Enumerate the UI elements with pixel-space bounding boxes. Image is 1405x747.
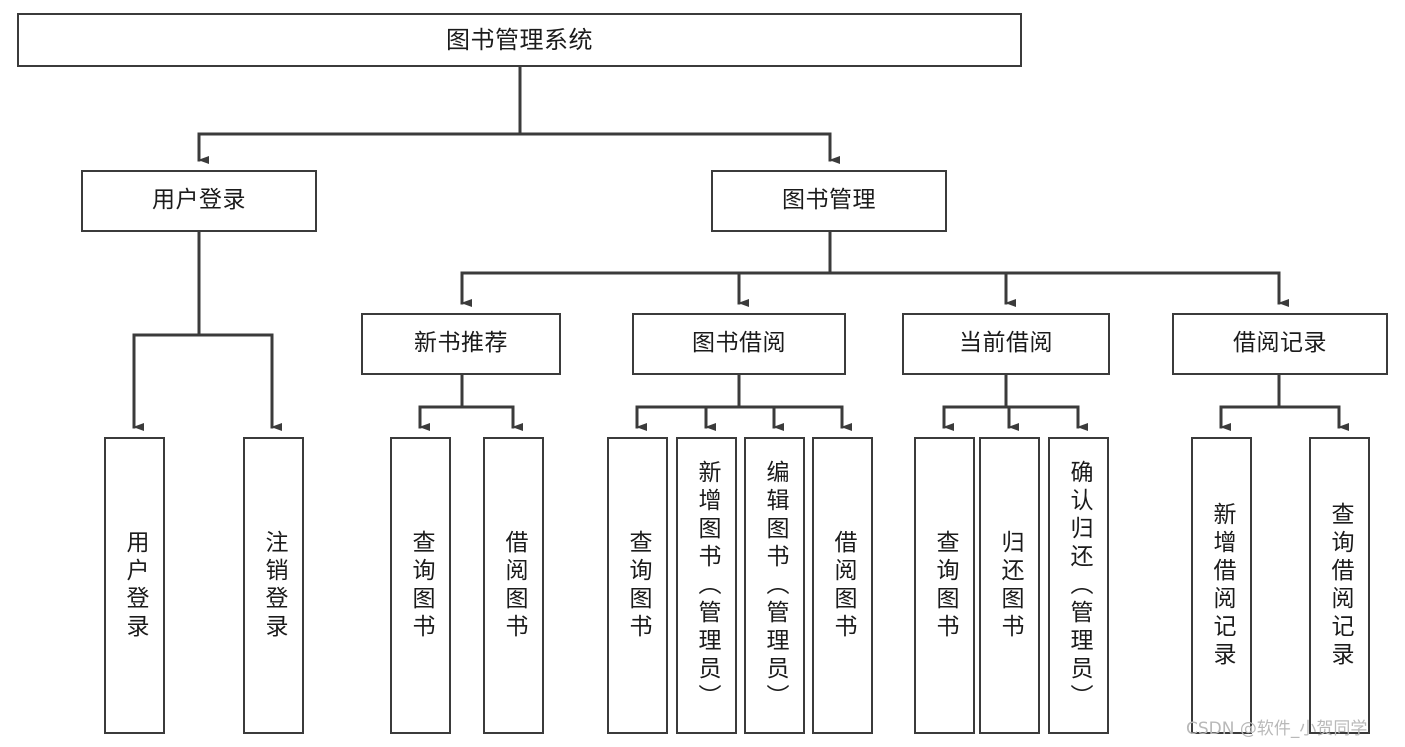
leaf-content: 借阅图书 (814, 439, 871, 732)
leaf-content: 借阅图书 (485, 439, 542, 732)
node-user-login[interactable]: 用户登录 (81, 170, 317, 232)
node-label: 用户登录 (122, 529, 148, 642)
leaf-content: 查询借阅记录 (1311, 439, 1368, 732)
node-label: 查询借阅记录 (1327, 501, 1353, 670)
leaf-current-query-book[interactable]: 查询图书 (914, 437, 975, 734)
leaf-content: 编辑图书（管理员） (746, 439, 803, 732)
leaf-record-query-record[interactable]: 查询借阅记录 (1309, 437, 1370, 734)
leaf-content: 确认归还（管理员） (1050, 439, 1107, 732)
leaf-current-confirm-return-admin[interactable]: 确认归还（管理员） (1048, 437, 1109, 734)
leaf-borrow-edit-book-admin[interactable]: 编辑图书（管理员） (744, 437, 805, 734)
node-label: 图书借阅 (692, 330, 786, 357)
node-label: 新书推荐 (414, 330, 508, 357)
node-label: 查询图书 (932, 529, 958, 642)
node-label: 查询图书 (625, 529, 651, 642)
node-label: 用户登录 (152, 187, 246, 214)
leaf-user-login-logout[interactable]: 注销登录 (243, 437, 304, 734)
leaf-content: 注销登录 (245, 439, 302, 732)
leaf-borrow-query-book[interactable]: 查询图书 (607, 437, 668, 734)
node-book-management[interactable]: 图书管理 (711, 170, 947, 232)
node-label: 编辑图书（管理员） (762, 459, 788, 712)
node-label: 注销登录 (261, 529, 287, 642)
leaf-borrow-borrow-book[interactable]: 借阅图书 (812, 437, 873, 734)
node-label: 借阅图书 (501, 529, 527, 642)
node-label: 当前借阅 (959, 330, 1053, 357)
leaf-content: 用户登录 (106, 439, 163, 732)
node-label: 借阅图书 (830, 529, 856, 642)
leaf-content: 查询图书 (392, 439, 449, 732)
node-current-borrow[interactable]: 当前借阅 (902, 313, 1110, 375)
node-label: 确认归还（管理员） (1066, 459, 1092, 712)
node-book-borrow[interactable]: 图书借阅 (632, 313, 846, 375)
watermark: CSDN @软件_小贺同学 (1186, 719, 1368, 739)
leaf-record-add-record[interactable]: 新增借阅记录 (1191, 437, 1252, 734)
node-root-system[interactable]: 图书管理系统 (17, 13, 1022, 67)
node-label: 图书管理系统 (446, 25, 593, 54)
leaf-content: 查询图书 (609, 439, 666, 732)
leaf-current-return-book[interactable]: 归还图书 (979, 437, 1040, 734)
leaf-content: 查询图书 (916, 439, 973, 732)
node-label: 新增借阅记录 (1209, 501, 1235, 670)
node-label: 新增图书（管理员） (694, 459, 720, 712)
node-label: 查询图书 (408, 529, 434, 642)
leaf-user-login-login[interactable]: 用户登录 (104, 437, 165, 734)
node-label: 图书管理 (782, 187, 876, 214)
leaf-content: 新增图书（管理员） (678, 439, 735, 732)
leaf-content: 归还图书 (981, 439, 1038, 732)
leaf-recommend-query-book[interactable]: 查询图书 (390, 437, 451, 734)
leaf-borrow-add-book-admin[interactable]: 新增图书（管理员） (676, 437, 737, 734)
node-new-book-recommend[interactable]: 新书推荐 (361, 313, 561, 375)
node-label: 归还图书 (997, 529, 1023, 642)
node-label: 借阅记录 (1233, 330, 1327, 357)
node-borrow-record[interactable]: 借阅记录 (1172, 313, 1388, 375)
leaf-recommend-borrow-book[interactable]: 借阅图书 (483, 437, 544, 734)
leaf-content: 新增借阅记录 (1193, 439, 1250, 732)
